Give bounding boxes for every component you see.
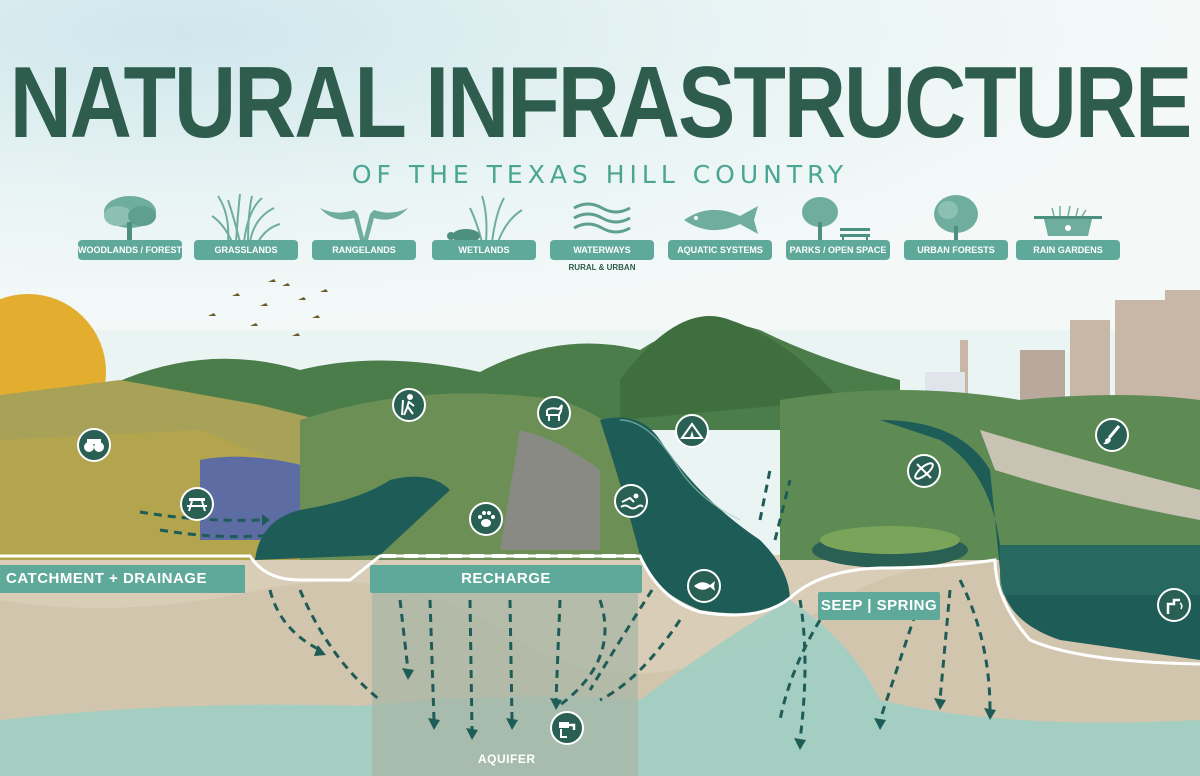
category-rangelands: RANGELANDS (306, 194, 422, 274)
city-skyline (925, 290, 1200, 402)
swimmer-icon (614, 484, 648, 518)
page-subtitle: OF THE TEXAS HILL COUNTRY (351, 160, 849, 189)
sky-background (0, 0, 1200, 330)
binoculars-icon (77, 428, 111, 462)
tree-icon (104, 196, 156, 242)
river (600, 417, 790, 614)
category-label: AQUATIC SYSTEMS (668, 240, 772, 260)
tap-icon (550, 711, 584, 745)
category-waterways: WATERWAYS RURAL & URBAN (544, 194, 660, 274)
goat-icon (537, 396, 571, 430)
category-sublabel: RURAL & URBAN (568, 263, 636, 272)
rain-garden-icon (1034, 205, 1102, 236)
category-label: WATERWAYS (550, 240, 654, 260)
drinking-fountain-icon (1157, 588, 1191, 622)
urban-channel (880, 420, 1200, 660)
category-rain-gardens: RAIN GARDENS (1010, 194, 1126, 274)
category-label: WOODLANDS / FORESTS (78, 240, 182, 260)
category-parks: PARKS / OPEN SPACE (780, 194, 896, 274)
tree-bench-icon (802, 197, 870, 242)
turtle-reeds-icon (447, 195, 523, 243)
category-label: RANGELANDS (312, 240, 416, 260)
grass-icon (211, 194, 281, 243)
category-grasslands: GRASSLANDS (188, 194, 304, 274)
aquifer-label: AQUIFER (478, 752, 536, 766)
ground-line (0, 554, 1200, 666)
waves-icon (573, 202, 631, 234)
paintbrush-icon (1095, 418, 1129, 452)
recharge-label: RECHARGE (370, 565, 642, 593)
seep-spring-label: SEEP | SPRING (818, 592, 940, 620)
hiker-icon (392, 388, 426, 422)
page-title: NATURAL INFRASTRUCTURE (9, 46, 1193, 160)
fish-icon (687, 569, 721, 603)
category-urban-forests: URBAN FORESTS (898, 194, 1014, 274)
longhorn-icon (320, 208, 408, 240)
kayak-icon (907, 454, 941, 488)
birds (208, 279, 328, 336)
category-label: RAIN GARDENS (1016, 240, 1120, 260)
catchment-drainage-label: CATCHMENT + DRAINAGE (0, 565, 245, 593)
tent-icon (675, 414, 709, 448)
aquifer-body (0, 600, 1200, 776)
category-label: WETLANDS (432, 240, 536, 260)
catchment-pond (255, 476, 450, 560)
paw-icon (469, 502, 503, 536)
category-woodlands: WOODLANDS / FORESTS (72, 194, 188, 274)
category-wetlands: WETLANDS (426, 194, 542, 274)
category-label: GRASSLANDS (194, 240, 298, 260)
picnic-table-icon (180, 487, 214, 521)
category-aquatic-systems: AQUATIC SYSTEMS (662, 194, 778, 274)
fish-icon (684, 206, 758, 234)
category-label: PARKS / OPEN SPACE (786, 240, 890, 260)
category-label: URBAN FORESTS (904, 240, 1008, 260)
urban-tree-icon (934, 195, 978, 242)
recharge-zone-rock (372, 590, 638, 776)
